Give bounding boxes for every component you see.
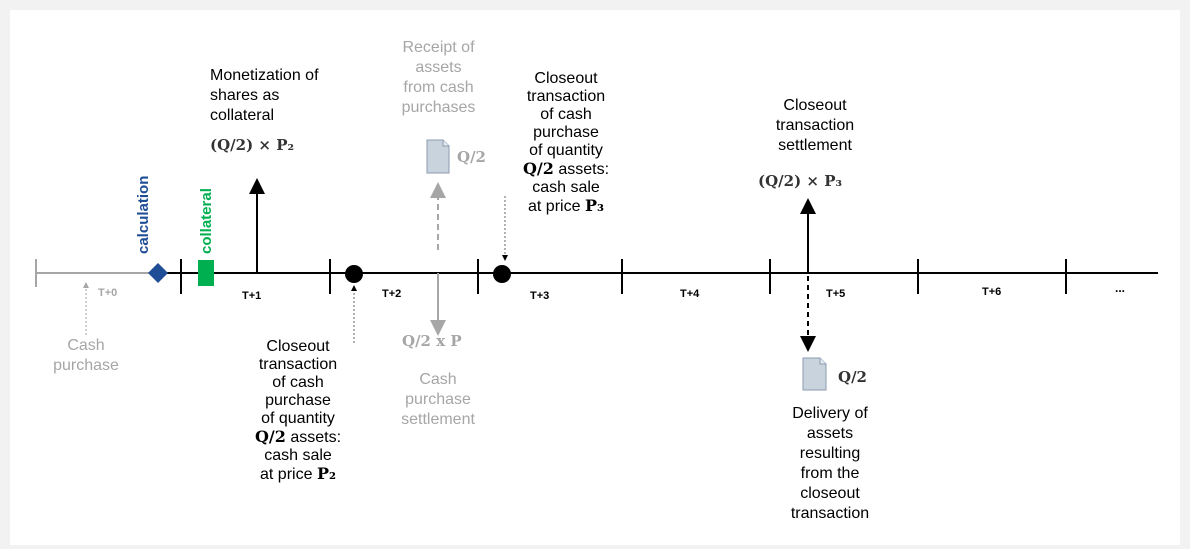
- closeout-settlement-label: Closeout transaction settlement: [775, 97, 855, 154]
- calculation-diamond-icon: [148, 263, 168, 283]
- receipt-label: Receipt of assets from cash purchases: [401, 39, 476, 116]
- monetization-label: Monetization of shares as collateral: [210, 67, 319, 124]
- collateral-square-icon: [198, 260, 214, 286]
- closeout-settlement-formula: (Q/2) × P₃: [758, 172, 843, 190]
- closeout-t2-quantity: Q/2: [254, 427, 286, 446]
- cash-purchase-settlement-label: Cash purchase settlement: [401, 371, 475, 428]
- cash-purchase-label: Cash purchase: [53, 337, 119, 374]
- closeout-timeline-diagram: T+0 T+1 T+2 T+3 T+4 T+5 T+6 ... calculat…: [10, 10, 1180, 545]
- timeline-ellipsis: ...: [1115, 281, 1126, 295]
- cash-settlement-formula: Q/2 x P: [402, 332, 462, 350]
- closeout-t2-label: Closeout transaction of cash purchase of…: [254, 338, 342, 483]
- document-icon-receipt: [426, 139, 450, 174]
- receipt-formula: Q/2: [457, 148, 486, 166]
- tick-label-t2: T+2: [382, 288, 402, 300]
- tick-label-t5: T+5: [826, 288, 846, 300]
- tick-label-t6: T+6: [982, 286, 1002, 298]
- closeout-t2-price: P₂: [316, 464, 336, 483]
- document-icon-delivery: [802, 357, 827, 391]
- tick-label-t3: T+3: [530, 290, 550, 302]
- delivery-label: Delivery of assets resulting from the cl…: [790, 405, 870, 522]
- tick-label-t0: T+0: [98, 287, 118, 299]
- delivery-formula: Q/2: [838, 368, 867, 386]
- collateral-label: collateral: [198, 188, 215, 254]
- timeline-graphics: [35, 139, 1158, 391]
- event-dot-t2: [345, 265, 363, 283]
- closeout-t3-label: Closeout transaction of cash purchase of…: [522, 70, 610, 215]
- event-dot-t3: [493, 265, 511, 283]
- tick-label-t1: T+1: [242, 290, 262, 302]
- closeout-t3-price: P₃: [584, 196, 604, 215]
- calculation-label: calculation: [135, 175, 152, 254]
- monetization-formula: (Q/2) × P₂: [210, 136, 295, 154]
- closeout-t3-quantity: Q/2: [522, 159, 554, 178]
- tick-label-t4: T+4: [680, 288, 700, 300]
